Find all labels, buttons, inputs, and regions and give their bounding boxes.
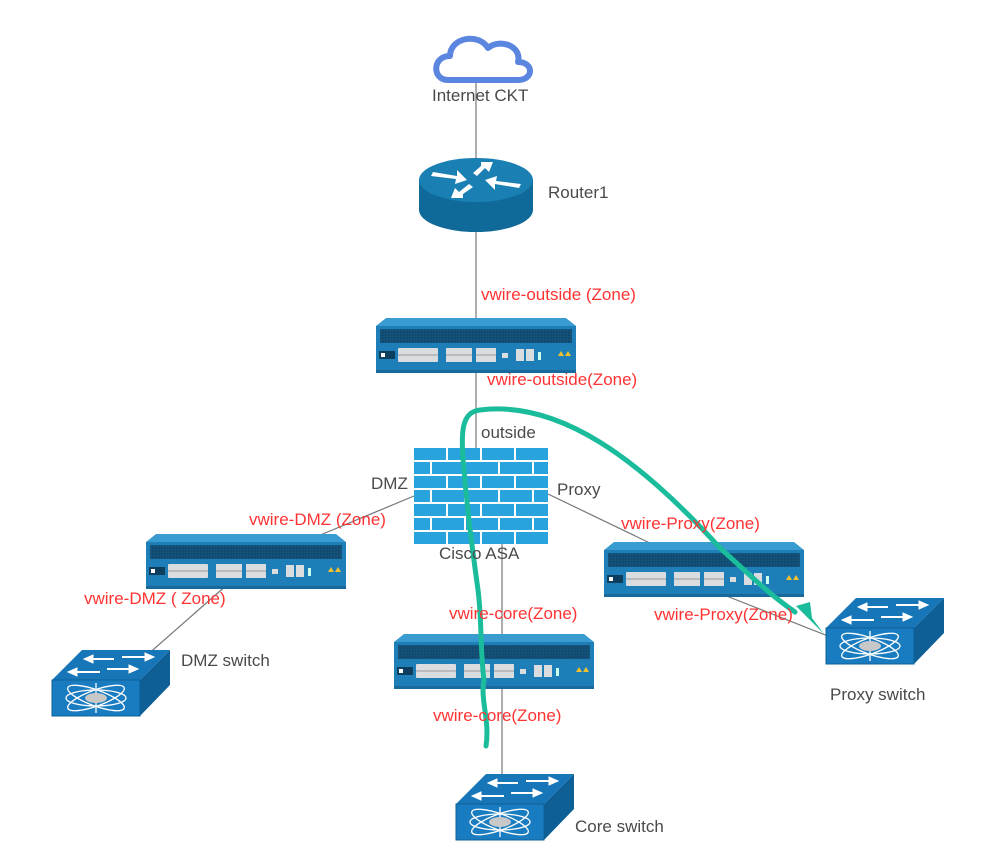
link-fw-proxy-sw-proxy bbox=[723, 594, 829, 637]
asa-interface-dmz-label: DMZ bbox=[371, 474, 408, 493]
brick bbox=[448, 504, 480, 516]
cisco-asa-label: Cisco ASA bbox=[439, 544, 520, 563]
zone-label-dmz-top: vwire-DMZ (Zone) bbox=[249, 510, 386, 529]
dmz-switch-icon bbox=[51, 649, 171, 717]
zone-label-proxy-bottom: vwire-Proxy(Zone) bbox=[654, 605, 793, 624]
brick bbox=[482, 448, 514, 460]
brick bbox=[414, 462, 430, 474]
brick bbox=[482, 476, 514, 488]
brick bbox=[414, 504, 446, 516]
brick bbox=[516, 532, 548, 544]
zone-label-dmz-bottom: vwire-DMZ ( Zone) bbox=[84, 589, 226, 608]
palo-alto-firewall-core-icon bbox=[393, 633, 595, 690]
brick bbox=[432, 518, 464, 530]
brick bbox=[414, 518, 430, 530]
brick bbox=[414, 448, 446, 460]
palo-alto-firewall-dmz-icon bbox=[145, 533, 347, 590]
brick bbox=[432, 462, 464, 474]
zone-label-outside-bottom: vwire-outside(Zone) bbox=[487, 370, 638, 389]
brick bbox=[500, 462, 532, 474]
asa-interface-proxy-label: Proxy bbox=[557, 480, 601, 499]
brick bbox=[482, 532, 514, 544]
proxy-switch-label: Proxy switch bbox=[830, 685, 926, 704]
brick bbox=[414, 532, 446, 544]
firewall-brick-icon bbox=[414, 448, 548, 544]
link-asa-fw-dmz bbox=[317, 495, 415, 537]
brick bbox=[432, 490, 464, 502]
palo-alto-firewall-outside-icon bbox=[375, 317, 577, 374]
core-switch-icon bbox=[455, 773, 575, 841]
brick bbox=[534, 490, 548, 502]
proxy-switch-icon bbox=[825, 597, 945, 665]
router1-label: Router1 bbox=[548, 183, 609, 202]
brick bbox=[466, 490, 498, 502]
asa-interface-outside-label: outside bbox=[481, 423, 536, 442]
link-asa-fw-proxy bbox=[547, 493, 655, 546]
palo-alto-firewall-proxy-icon bbox=[603, 541, 805, 598]
brick bbox=[482, 504, 514, 516]
brick bbox=[516, 504, 548, 516]
brick bbox=[466, 462, 498, 474]
brick bbox=[516, 476, 548, 488]
zone-label-proxy-top: vwire-Proxy(Zone) bbox=[621, 514, 760, 533]
brick bbox=[534, 518, 548, 530]
brick bbox=[466, 518, 498, 530]
traffic-path bbox=[459, 406, 798, 749]
internet-ckt-label: Internet CKT bbox=[432, 86, 529, 105]
zone-label-outside-top: vwire-outside (Zone) bbox=[481, 285, 636, 304]
core-switch-label: Core switch bbox=[575, 817, 664, 836]
brick bbox=[500, 490, 532, 502]
router-icon bbox=[419, 158, 533, 232]
brick bbox=[414, 490, 430, 502]
brick bbox=[448, 532, 480, 544]
brick bbox=[516, 448, 548, 460]
zone-label-core-top: vwire-core(Zone) bbox=[449, 604, 578, 623]
brick bbox=[414, 476, 446, 488]
cloud-icon bbox=[433, 35, 533, 83]
brick bbox=[534, 462, 548, 474]
dmz-switch-label: DMZ switch bbox=[181, 651, 270, 670]
traffic-path-arrowhead bbox=[796, 602, 824, 634]
brick bbox=[500, 518, 532, 530]
zone-label-core-bottom: vwire-core(Zone) bbox=[433, 706, 562, 725]
